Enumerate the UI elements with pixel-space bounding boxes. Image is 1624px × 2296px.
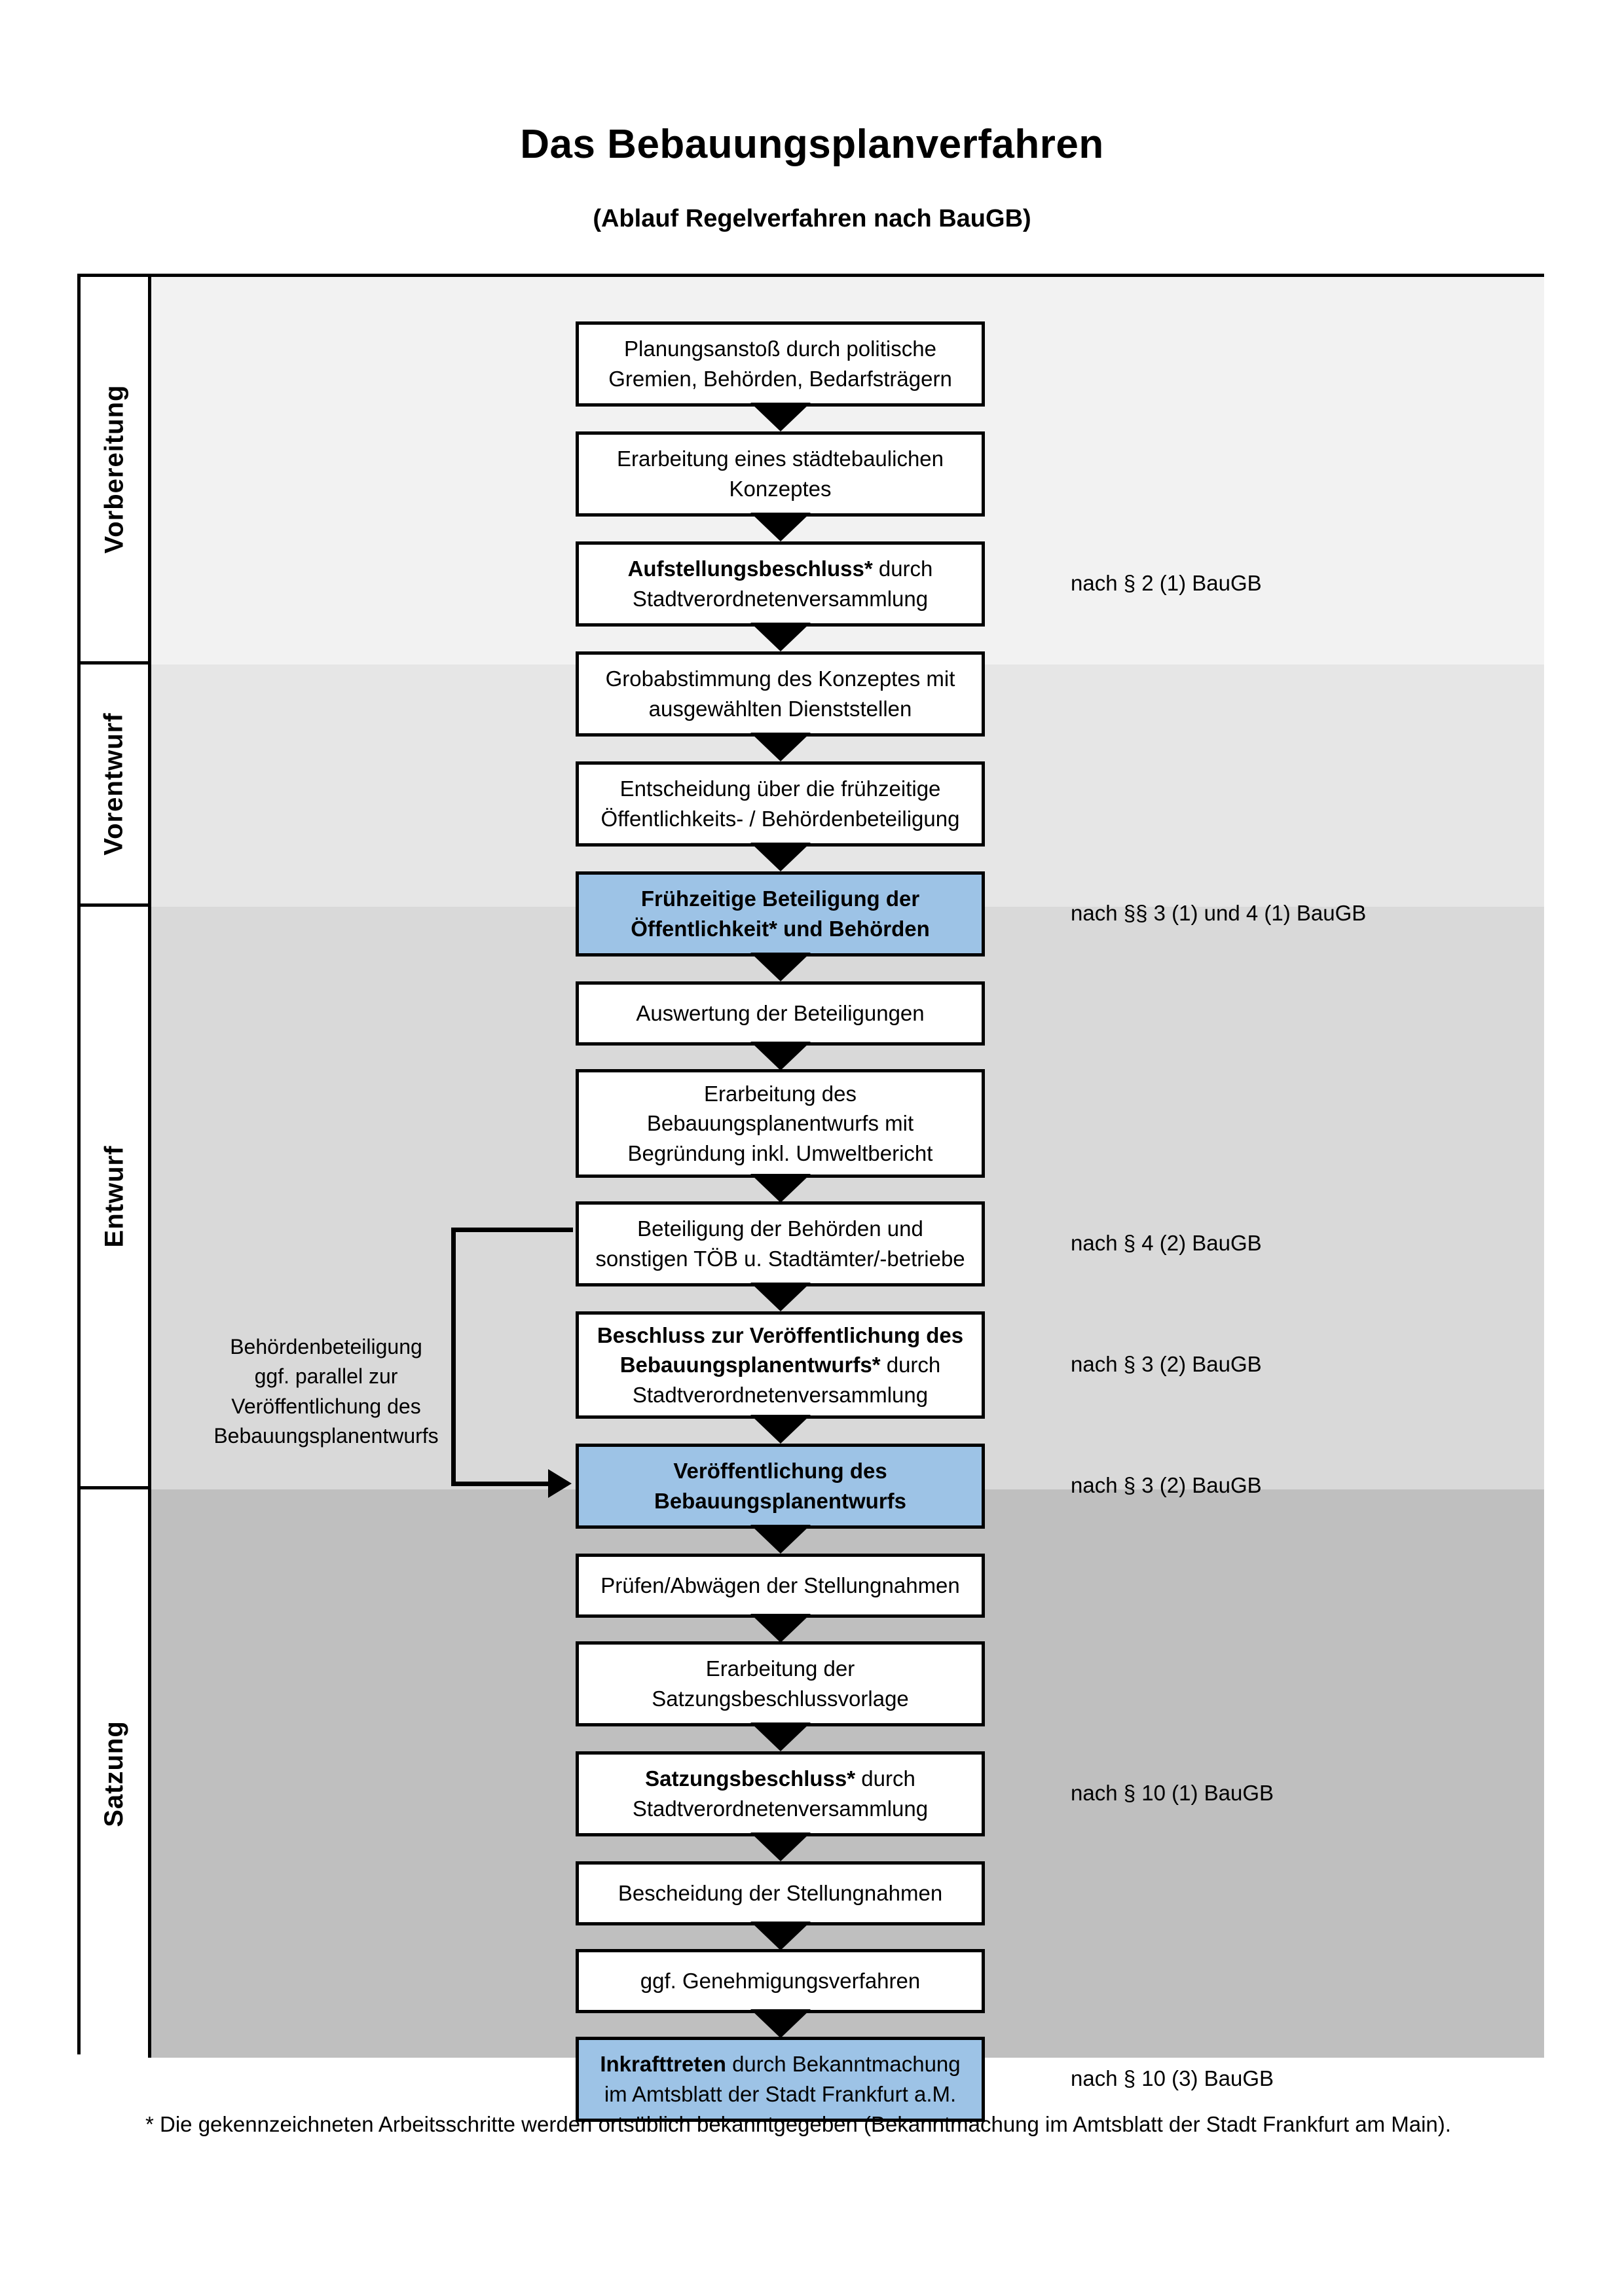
flow-step-line: Erarbeitung eines städtebaulichen <box>616 446 944 471</box>
flow-step-line: Frühzeitige Beteiligung der <box>640 886 920 911</box>
flow-step-line: Bescheidung der Stellungnahmen <box>618 1881 943 1906</box>
flow-step-line: im Amtsblatt der Stadt Frankfurt a.M. <box>604 2082 957 2106</box>
phase-label-text: Vorentwurf <box>100 712 128 856</box>
flow-step-line: Stadtverordnetenversammlung <box>632 1796 929 1821</box>
phase-label-rail: Vorbereitung Vorentwurf Entwurf Satzung <box>81 277 151 2058</box>
side-note-line: Bebauungsplanentwurfs <box>213 1424 439 1448</box>
flow-step-line: ggf. Genehmigungsverfahren <box>640 1969 921 1994</box>
flow-step-line: Öffentlichkeit* und Behörden <box>631 917 930 941</box>
flow-step-line: Bebauungsplanentwurfs* durch <box>619 1353 941 1377</box>
flowchart-frame: Vorbereitung Vorentwurf Entwurf Satzung … <box>77 274 1544 2122</box>
flow-step-box: Grobabstimmung des Konzeptes mit ausgewäh… <box>576 651 985 737</box>
footnote: * Die gekennzeichneten Arbeitsschritte w… <box>145 2112 1451 2136</box>
flow-arrow-down-icon <box>750 1722 811 1751</box>
flow-step-line: sonstigen TÖB u. Stadtämter/-betriebe <box>595 1247 965 1271</box>
flow-step-line: Gremien, Behörden, Bedarfsträgern <box>608 367 952 391</box>
page-subtitle: (Ablauf Regelverfahren nach BauGB) <box>593 205 1031 233</box>
flow-arrow-down-icon <box>750 1525 811 1554</box>
flow-arrow-down-icon <box>750 1283 811 1311</box>
flow-arrow-down-icon <box>750 1832 811 1861</box>
legal-reference-label: nach § 3 (2) BauGB <box>1071 1352 1262 1376</box>
side-note-line: Behördenbeteiligung <box>230 1335 422 1358</box>
legal-reference-label: nach § 10 (1) BauGB <box>1071 1781 1274 1805</box>
flow-step-line: Bebauungsplanentwurfs <box>654 1489 907 1513</box>
flow-step-line: Bebauungsplanentwurfs mit <box>646 1111 914 1136</box>
page-title: Das Bebauungsplanverfahren <box>520 122 1104 167</box>
phase-label-text: Vorbereitung <box>100 384 128 554</box>
phase-label-entwurf: Entwurf <box>81 907 151 1489</box>
flow-arrow-down-icon <box>750 2009 811 2038</box>
flow-step-line: Begründung inkl. Umweltbericht <box>627 1140 933 1165</box>
flow-arrow-down-icon <box>750 1415 811 1444</box>
flow-step-box: ggf. Genehmigungsverfahren <box>576 1949 985 2013</box>
flow-step-line: Beteiligung der Behörden und <box>637 1216 923 1241</box>
flow-step-box: Prüfen/Abwägen der Stellungnahmen <box>576 1554 985 1618</box>
legal-reference-label: nach § 10 (3) BauGB <box>1071 2066 1274 2090</box>
flow-step-box: Inkrafttreten durch Bekanntmachung im Amt… <box>576 2037 985 2122</box>
legal-reference-label: nach § 2 (1) BauGB <box>1071 571 1262 595</box>
flow-step-line: Prüfen/Abwägen der Stellungnahmen <box>600 1573 960 1598</box>
flow-step-line: Auswertung der Beteiligungen <box>636 1001 925 1026</box>
side-note-behoerdenbeteiligung: Behördenbeteiligung ggf. parallel zur Ve… <box>185 1332 467 1451</box>
flow-step-line: Erarbeitung der <box>705 1656 855 1681</box>
flow-step-line: Satzungsbeschlussvorlage <box>652 1686 909 1711</box>
flow-step-line: Aufstellungsbeschluss* durch <box>627 556 933 581</box>
flow-step-line: Erarbeitung des <box>704 1081 857 1106</box>
side-note-line: Veröffentlichung des <box>231 1394 421 1418</box>
flow-step-box: Bescheidung der Stellungnahmen <box>576 1861 985 1925</box>
flow-step-line: Stadtverordnetenversammlung <box>632 587 929 611</box>
flow-step-line: Öffentlichkeits- / Behördenbeteiligung <box>600 807 960 831</box>
flow-arrow-down-icon <box>750 403 811 431</box>
flow-arrow-down-icon <box>750 733 811 761</box>
flow-arrow-down-icon <box>750 1922 811 1950</box>
phase-label-text: Entwurf <box>100 1145 128 1248</box>
flow-step-line: Satzungsbeschluss* durch <box>645 1766 915 1791</box>
flow-step-line: Inkrafttreten durch Bekanntmachung <box>600 2052 961 2077</box>
flow-step-box: Beteiligung der Behörden und sonstigen TÖ… <box>576 1201 985 1286</box>
flow-arrow-down-icon <box>750 623 811 651</box>
flow-step-line: Veröffentlichung des <box>673 1459 887 1484</box>
flow-arrow-down-icon <box>750 953 811 981</box>
flow-step-line: Beschluss zur Veröffentlichung des <box>597 1322 964 1347</box>
flow-step-box: Auswertung der Beteiligungen <box>576 981 985 1046</box>
flow-step-line: Entscheidung über die frühzeitige <box>619 776 941 801</box>
legal-reference-label: nach § 4 (2) BauGB <box>1071 1231 1262 1255</box>
phase-label-text: Satzung <box>100 1720 129 1827</box>
flow-arrow-down-icon <box>750 513 811 541</box>
phase-label-satzung: Satzung <box>81 1489 151 2058</box>
flow-arrow-down-icon <box>750 1042 811 1070</box>
legal-reference-label: nach § 3 (2) BauGB <box>1071 1473 1262 1497</box>
flow-step-line: Stadtverordnetenversammlung <box>632 1382 929 1407</box>
document-header: Das Bebauungsplanverfahren (Ablauf Regel… <box>0 0 1624 233</box>
flow-step-line: Planungsanstoß durch politische <box>624 337 936 361</box>
flow-step-line: ausgewählten Dienststellen <box>648 697 912 721</box>
flow-arrow-down-icon <box>750 1174 811 1203</box>
flow-arrow-down-icon <box>750 843 811 871</box>
flow-step-line: Konzeptes <box>729 477 832 501</box>
flow-step-line: Grobabstimmung des Konzeptes mit <box>605 666 955 691</box>
legal-reference-label: nach §§ 3 (1) und 4 (1) BauGB <box>1071 901 1367 925</box>
phase-label-vorentwurf: Vorentwurf <box>81 665 151 907</box>
side-note-line: ggf. parallel zur <box>254 1364 398 1389</box>
phase-label-vorbereitung: Vorbereitung <box>81 277 151 665</box>
flow-arrow-down-icon <box>750 1614 811 1643</box>
